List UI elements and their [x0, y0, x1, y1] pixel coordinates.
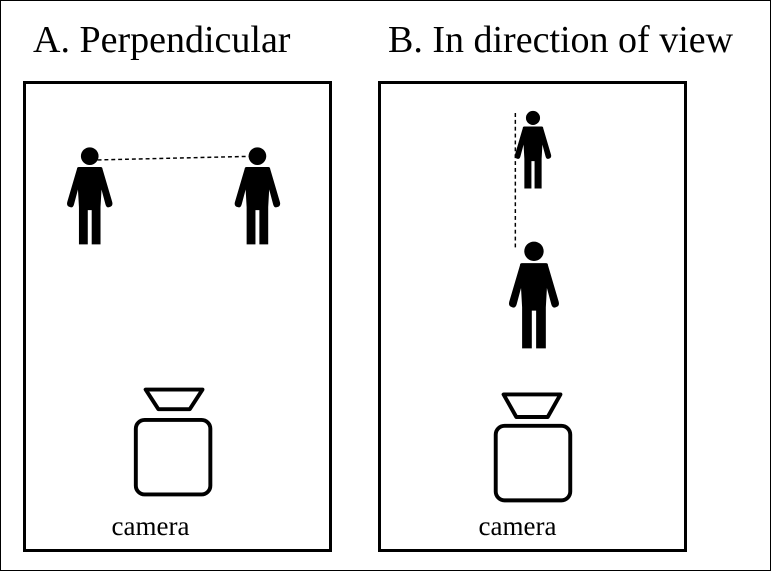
panel-a-title: A. Perpendicular: [33, 19, 291, 61]
person-icon: [234, 147, 281, 245]
camera-icon: [133, 387, 213, 497]
camera-label: camera: [478, 511, 557, 541]
person-icon: [66, 147, 113, 245]
person-icon: [508, 241, 559, 349]
panel-b-title: B. In direction of view: [388, 19, 734, 61]
panel-a-perpendicular: camera: [23, 81, 332, 552]
camera-label: camera: [111, 511, 190, 541]
camera-icon: [493, 392, 573, 503]
person-icon: [514, 110, 552, 189]
panel-a-drawing: [66, 147, 281, 497]
distance-line-perpendicular: [90, 155, 258, 161]
panel-b-direction-of-view: camera: [378, 81, 687, 552]
panel-b-drawing: [493, 110, 573, 503]
